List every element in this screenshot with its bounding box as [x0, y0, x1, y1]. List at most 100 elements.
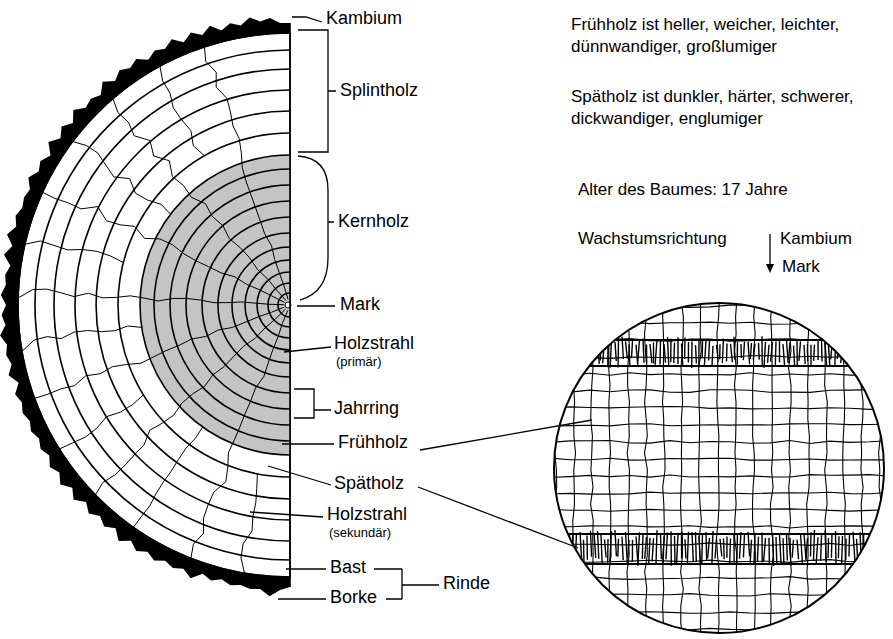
latewood-cells — [821, 339, 823, 362]
magnifier-circle — [554, 303, 884, 633]
latewood-cells — [750, 343, 751, 359]
latewood-cells — [558, 539, 560, 565]
latewood-cells — [642, 534, 644, 559]
secondary-ray — [73, 142, 171, 215]
latewood-cells — [794, 346, 795, 367]
latewood-cells — [607, 539, 609, 563]
bracket — [298, 156, 334, 300]
latewood-cells — [677, 337, 678, 364]
latewood-cells — [550, 533, 890, 535]
leader-line — [278, 598, 326, 599]
latewood-cells — [804, 345, 805, 364]
bracket — [294, 389, 331, 418]
latewood-cells — [810, 532, 812, 556]
bracket — [298, 30, 336, 152]
latewood-cells — [807, 344, 809, 361]
cell-wall — [825, 300, 828, 639]
latewood-cells — [829, 346, 830, 366]
latewood-cells — [733, 533, 734, 563]
latewood-cells — [628, 345, 630, 367]
latewood-cells — [737, 342, 739, 365]
latewood-cells — [715, 539, 717, 559]
latewood-cells — [598, 341, 600, 364]
cell-wall — [789, 300, 792, 639]
part-sublabel: (sekundär) — [329, 525, 391, 541]
cell-wall — [627, 300, 629, 639]
primary-ray — [113, 99, 286, 301]
part-label: Jahrring — [334, 398, 399, 420]
latewood-cells — [577, 336, 579, 358]
latewood-cells — [692, 532, 693, 562]
latewood-cells — [754, 535, 755, 565]
latewood-cells — [562, 530, 564, 564]
part-sublabel: (primär) — [336, 354, 382, 370]
secondary-ray — [25, 241, 123, 262]
annual-ring — [170, 185, 290, 425]
trunk-section — [0, 17, 291, 596]
latewood-cells — [723, 538, 725, 559]
lens-ground — [550, 300, 890, 639]
secondary-ray — [133, 427, 202, 527]
latewood-cells — [564, 345, 566, 361]
heartwood — [140, 155, 290, 455]
cell-wall — [843, 300, 846, 639]
latewood-cells — [579, 344, 581, 363]
sapwood — [18, 33, 290, 577]
latewood-cells — [853, 532, 855, 561]
latewood-cells — [645, 537, 647, 559]
annual-ring — [202, 217, 290, 393]
bracket — [374, 569, 439, 599]
latewood-cells — [860, 532, 861, 560]
cell-wall — [550, 390, 890, 393]
cell-wall — [550, 322, 890, 324]
axis-label: Wachstumsrichtung — [578, 229, 727, 249]
note-text: Spätholz ist dunkler, härter, schwerer, … — [571, 86, 889, 130]
latewood-cells — [801, 533, 803, 563]
cell-wall — [550, 577, 890, 580]
latewood-cells — [712, 346, 713, 366]
latewood-cells — [705, 532, 707, 560]
latewood-cells — [555, 533, 556, 558]
latewood-cells — [626, 341, 628, 358]
leader-line — [286, 568, 326, 569]
latewood-cells — [799, 341, 801, 361]
latewood-cells — [758, 343, 760, 360]
bark — [0, 17, 290, 596]
latewood-cells — [869, 539, 870, 558]
latewood-cells — [550, 563, 890, 565]
latewood-cells — [729, 539, 731, 565]
cell-wall — [645, 300, 648, 639]
latewood-cells — [653, 343, 654, 364]
leader-line — [418, 487, 578, 548]
latewood-cells — [877, 536, 879, 558]
secondary-ray — [241, 474, 257, 573]
latewood-cells — [569, 341, 570, 367]
latewood-cells — [773, 533, 774, 566]
latewood-cells — [561, 343, 563, 361]
latewood-cells — [605, 540, 607, 558]
latewood-cells — [867, 337, 869, 361]
primary-ray — [18, 289, 284, 305]
latewood-cells — [632, 540, 633, 562]
latewood-cells — [598, 531, 599, 559]
latewood-cells — [617, 338, 619, 367]
latewood-cells — [827, 538, 829, 558]
latewood-cells — [670, 531, 672, 566]
latewood-cells — [726, 536, 727, 557]
latewood-cells — [771, 342, 773, 362]
latewood-cells — [720, 539, 722, 557]
latewood-cells — [668, 337, 669, 365]
latewood-cells — [704, 340, 706, 366]
latewood-cells — [825, 342, 827, 365]
leader-line — [250, 512, 323, 517]
latewood-cells — [550, 340, 552, 358]
latewood-cells — [779, 340, 780, 363]
part-label: Kernholz — [338, 211, 409, 233]
latewood-cells — [757, 537, 758, 562]
note-text: Frühholz ist heller, weicher, leichter, … — [571, 14, 889, 58]
latewood-cells — [797, 540, 799, 560]
latewood-cells — [717, 345, 719, 362]
latewood-cells — [748, 532, 750, 557]
latewood-cells — [610, 531, 612, 562]
annual-ring — [140, 155, 290, 455]
